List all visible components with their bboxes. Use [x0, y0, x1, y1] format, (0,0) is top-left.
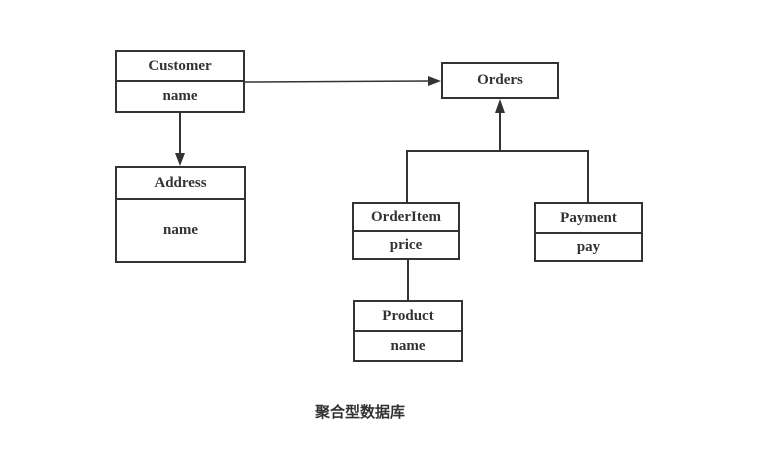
entity-address: Address name — [115, 166, 246, 263]
connector-orderitem-payment-branch — [406, 150, 589, 202]
entity-customer-field-name: name — [162, 88, 198, 104]
entity-payment: Payment pay — [534, 202, 643, 262]
entity-address-field-name: name — [163, 222, 198, 238]
arrowhead-into-orders-left — [428, 76, 441, 86]
entity-address-title: Address — [117, 168, 244, 200]
entity-product-field-name: name — [390, 337, 426, 354]
entity-customer: Customer name — [115, 50, 245, 113]
entity-orderitem-title: OrderItem — [354, 204, 458, 232]
entity-payment-title: Payment — [536, 204, 641, 234]
diagram-caption: 聚合型数据库 — [315, 404, 406, 421]
arrowhead-into-orders-bottom — [495, 99, 505, 113]
entity-orders: Orders — [441, 62, 559, 99]
entity-orders-title: Orders — [477, 72, 523, 88]
entity-orderitem: OrderItem price — [352, 202, 460, 260]
arrowhead-into-address-top — [175, 153, 185, 166]
connector-customer-orders — [244, 80, 431, 83]
entity-product: Product name — [353, 300, 463, 362]
entity-orderitem-field-price: price — [389, 236, 423, 253]
entity-product-title: Product — [355, 302, 461, 332]
entity-payment-field-pay: pay — [576, 238, 601, 255]
entity-customer-title: Customer — [117, 52, 243, 82]
